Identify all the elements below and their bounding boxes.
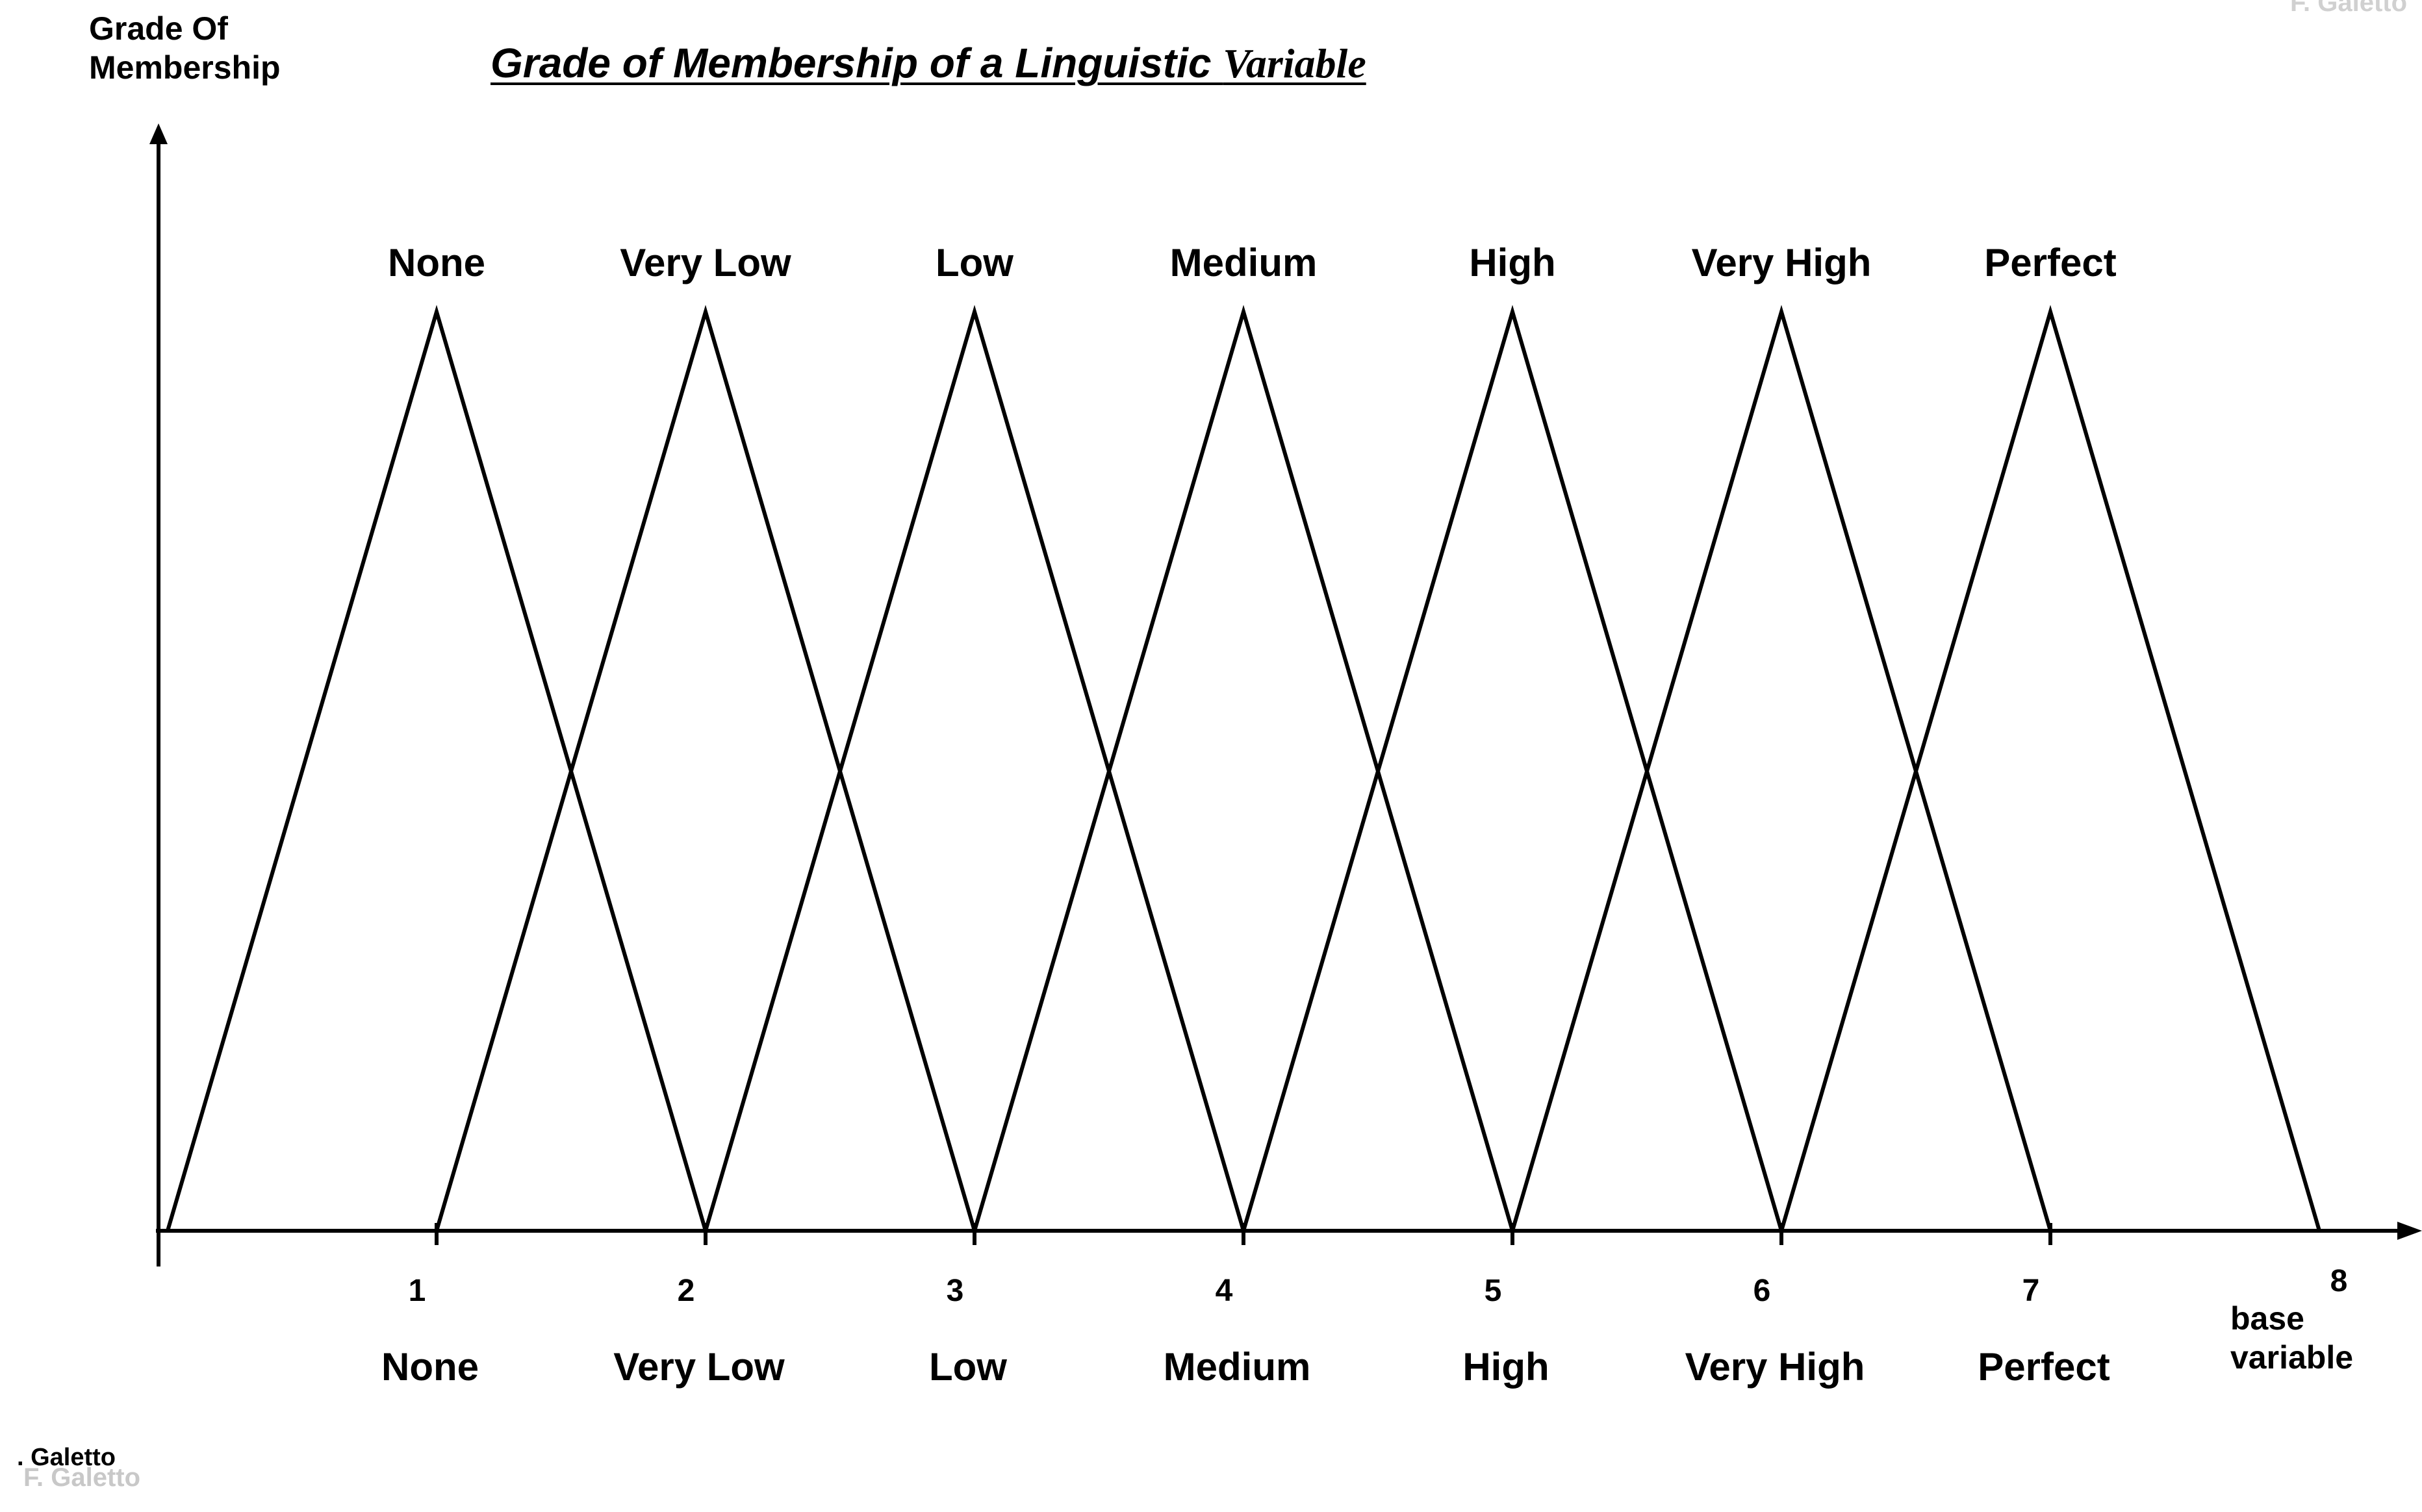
x-axis-label-line2: variable — [2230, 1339, 2354, 1376]
tick-label-3: 3 — [946, 1274, 964, 1308]
x-axis-label-line1: base — [2230, 1300, 2304, 1337]
tick-label-7: 7 — [2022, 1274, 2040, 1308]
bottom-label-medium: Medium — [1163, 1345, 1311, 1389]
top-label-none: None — [388, 241, 485, 284]
bottom-label-low: Low — [929, 1345, 1007, 1389]
top-label-low: Low — [936, 241, 1013, 284]
triangle-very-low — [435, 305, 976, 1231]
triangle-low — [704, 305, 1245, 1231]
x-axis-label: base variable — [2230, 1299, 2353, 1377]
top-label-very-high: Very High — [1691, 241, 1872, 284]
diagram-title: Grade of Membership of a Linguistic Vari… — [491, 39, 1366, 88]
title-part1: Grade of Membership of a Linguistic — [491, 40, 1223, 86]
tick-label-2: 2 — [677, 1274, 695, 1308]
top-label-perfect: Perfect — [1984, 241, 2117, 284]
triangle-very-high — [1511, 305, 2052, 1231]
triangle-none — [166, 305, 707, 1231]
watermark-top-right: F. Galetto — [2290, 0, 2408, 17]
y-axis-label: Grade Of Membership — [89, 9, 281, 87]
bottom-label-none: None — [381, 1345, 479, 1389]
tick-label-1: 1 — [408, 1274, 426, 1308]
axes — [149, 123, 2422, 1266]
triangle-high — [1242, 305, 1783, 1231]
bottom-label-very-high: Very High — [1685, 1345, 1865, 1389]
tick-label-5: 5 — [1484, 1274, 1502, 1308]
y-axis-label-line1: Grade Of — [89, 10, 228, 47]
bottom-label-very-low: Very Low — [613, 1345, 785, 1389]
top-label-medium: Medium — [1169, 241, 1318, 284]
bottom-label-perfect: Perfect — [1978, 1345, 2110, 1389]
watermark-bottom-2: F. Galetto — [23, 1463, 141, 1492]
x-axis-arrowhead — [2397, 1222, 2422, 1240]
y-axis-arrowhead — [149, 123, 168, 144]
y-axis-label-line2: Membership — [89, 49, 281, 86]
watermark-bottom-1: . Galetto — [17, 1444, 116, 1471]
membership-triangles — [166, 305, 2321, 1231]
tick-label-6: 6 — [1753, 1274, 1771, 1308]
triangle-medium — [973, 305, 1514, 1231]
top-label-very-low: Very Low — [620, 241, 791, 284]
bottom-label-high: High — [1462, 1345, 1549, 1389]
title-part2: Variable — [1223, 40, 1366, 86]
tick-label-8: 8 — [2330, 1264, 2348, 1298]
top-label-high: High — [1469, 241, 1556, 284]
triangle-perfect — [1779, 305, 2321, 1231]
tick-label-4: 4 — [1215, 1274, 1233, 1308]
